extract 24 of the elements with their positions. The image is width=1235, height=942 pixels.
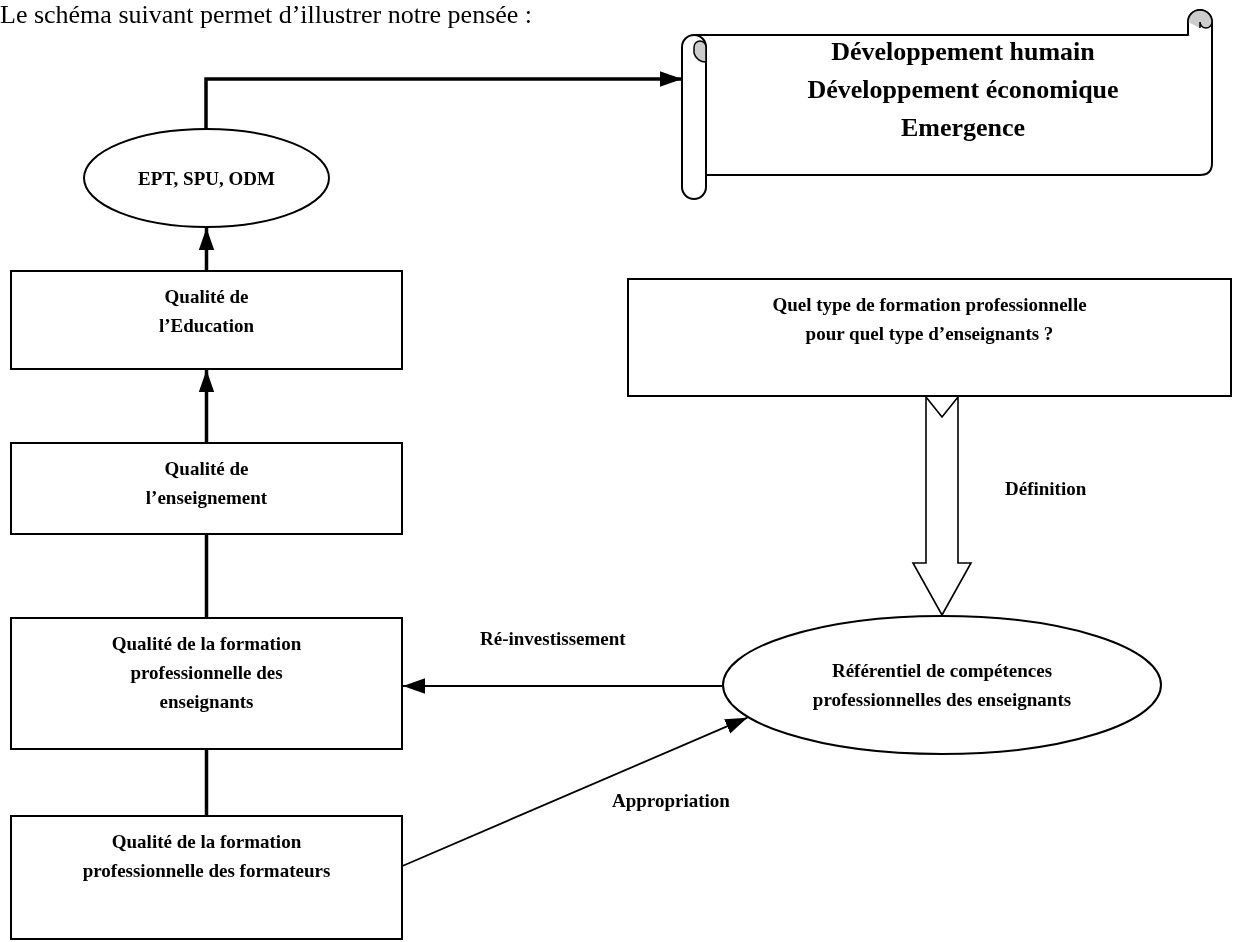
node-text: EPT, SPU, ODM [138,166,275,191]
process-box [10,442,403,535]
node-text: Qualité de la formation professionnelle des enseignants [110,632,303,714]
process-box [10,270,403,370]
node-text: Qualité de l’Education [158,285,255,338]
node-text: Développement humain Développement économique Emergence [806,35,1120,144]
block-arrow [911,394,973,617]
arrow [198,228,215,270]
node-text: Quel type de formation professionnelle pour quel type d’enseignants ? [771,293,1088,346]
oval-node [83,128,330,228]
oval-node [722,615,1162,755]
process-box [10,815,403,940]
node-text: Qualité de la formation professionnelle des formateurs [81,830,332,883]
arrow [402,678,723,694]
process-box [10,617,403,750]
node-text: Qualité de l’enseignement [144,457,269,510]
connector-line [204,535,209,617]
intro-sentence: Le schéma suivant permet d’illustrer notre pensée : [0,0,533,30]
arrow [402,716,749,867]
arrow [198,370,215,442]
process-box [627,278,1232,397]
connector-line [204,750,209,815]
arrow [204,71,682,128]
node-text: Référentiel de compétences professionnelles des enseignants [812,659,1072,712]
